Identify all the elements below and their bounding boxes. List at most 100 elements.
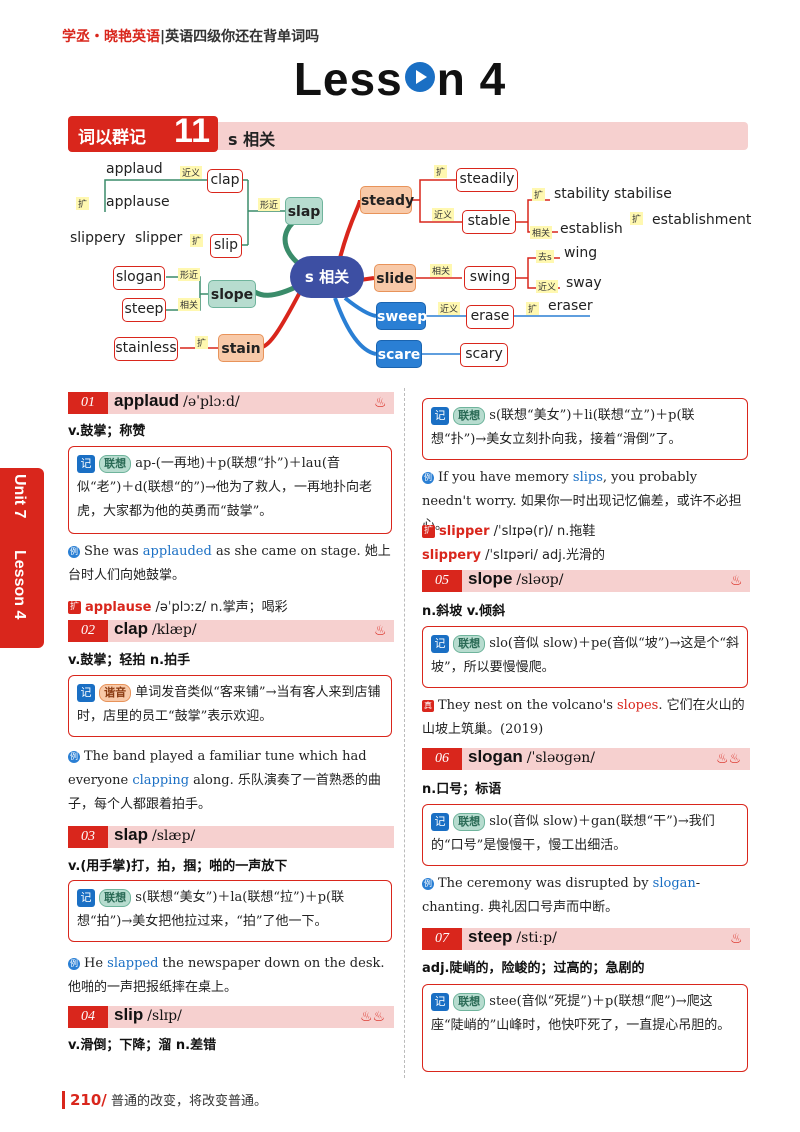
ex-post: . 它们在火山的山坡上筑巢。(2019): [422, 698, 745, 737]
mm-label-kuo-2: 扩: [190, 234, 204, 247]
mm-stable: stable: [462, 210, 516, 234]
note-tag: 谐音: [99, 683, 132, 702]
mm-wing: wing: [564, 245, 598, 261]
side-tab-unit: Unit 7: [11, 474, 28, 519]
meaning-slap: v.(用手掌)打，拍，掴；啪的一声放下: [68, 859, 288, 874]
headword-slope: slope: [468, 569, 513, 588]
example-icon: 例: [422, 471, 434, 484]
mm-label-kuo-6: 扩: [630, 212, 644, 225]
note-tag: 联想: [453, 812, 486, 831]
side-tab-lesson: Lesson 4: [11, 550, 28, 620]
extend-icon: 扩: [68, 601, 81, 614]
ex-pre: The ceremony was disrupted by: [438, 876, 653, 891]
mm-label-jinyi-3: 近义: [536, 280, 559, 293]
mm-stain: stain: [218, 334, 264, 362]
mnemonic-slip: 记 联想 s(联想“美女”)＋li(联想“立”)＋p(联想“扑”)→美女立刻扑向…: [422, 398, 748, 460]
mm-label-jinyi-4: 近义: [438, 302, 461, 315]
entry-num-07: 07: [422, 928, 462, 950]
mm-slippery: slippery: [70, 230, 126, 246]
mm-steadily: steadily: [456, 168, 518, 192]
mm-sweep: sweep: [376, 302, 427, 330]
extend-icon: 扩: [422, 525, 435, 538]
mm-establishment: establishment: [652, 212, 752, 228]
mm-scary: scary: [460, 343, 508, 367]
ipa-applaud: /əˈplɔːd/: [183, 394, 240, 410]
entry-num-04: 04: [68, 1006, 108, 1028]
header-line: 学丞・晓艳英语|英语四级你还在背单词吗: [62, 29, 320, 45]
page-footer: 210/ 普通的改变，将改变普通。: [62, 1090, 267, 1109]
mm-erase: erase: [466, 305, 514, 329]
mm-stability: stability: [554, 186, 610, 202]
entry-num-02: 02: [68, 620, 108, 642]
ex-post: as she came on stage. 她上台时人们向她鼓掌。: [68, 544, 391, 583]
mm-steep: steep: [122, 298, 166, 322]
example-icon: 例: [68, 957, 80, 970]
ex-post: the newspaper down on the desk. 他啪的一声把报纸…: [68, 956, 385, 995]
note-tag: 联想: [99, 888, 132, 907]
fire-icon: ♨: [374, 395, 387, 411]
note-text: ap-(一再地)＋p(联想“扑”)＋lau(音似“老”)＋d(联想“的”)→他为…: [77, 456, 373, 519]
mm-applaud: applaud: [106, 161, 163, 177]
mnemonic-icon: 记: [431, 992, 449, 1011]
mnemonic-clap: 记 谐音 单词发音类似“客来铺”→当有客人来到店铺时，店里的员工“鼓掌”表示欢迎…: [68, 675, 392, 737]
ipa-slap: /slæp/: [152, 828, 196, 844]
mm-steady: steady: [360, 186, 414, 214]
mnemonic-icon: 记: [431, 634, 449, 653]
mm-applause: applause: [106, 194, 170, 210]
unit-side-tab[interactable]: Unit 7 Lesson 4: [0, 468, 44, 648]
fire-icon: ♨♨: [716, 751, 742, 767]
ipa-slip: /slɪp/: [147, 1008, 182, 1024]
mm-label-kuo-5: 扩: [532, 188, 546, 201]
meaning-steep: adj.陡峭的，险峻的；过高的；急剧的: [422, 961, 645, 976]
mm-slogan: slogan: [113, 266, 165, 290]
ex-hl: slogan: [652, 876, 696, 891]
entry-bar-01: [68, 392, 394, 414]
note-tag: 联想: [453, 406, 486, 425]
play-icon[interactable]: [404, 61, 435, 92]
ex-pre: He: [84, 956, 108, 971]
ex-hl: applauded: [142, 544, 212, 559]
ex-post: , you probably needn't worry. 如果你一时出现记忆偏…: [422, 470, 742, 533]
meaning-applaud: v.鼓掌；称赞: [68, 424, 146, 439]
ex-hl: clapping: [132, 773, 190, 788]
group-topic: s 相关: [228, 130, 276, 149]
entry-num-01: 01: [68, 392, 108, 414]
mm-label-xingjin: 形近: [258, 198, 281, 211]
mm-slipper: slipper: [135, 230, 183, 246]
ext-rest: /ˈslɪpəri/ adj.光滑的: [480, 548, 605, 563]
ipa-slope: /sləʊp/: [516, 572, 564, 588]
brand-name: 学丞・晓艳英语: [62, 29, 160, 45]
ex-hl: slips: [572, 470, 603, 485]
lesson-title-pre: Less: [293, 53, 403, 105]
mm-slope: slope: [208, 280, 256, 308]
ipa-steep: /stiːp/: [516, 930, 557, 946]
mm-slip: slip: [210, 234, 242, 258]
mm-label-xiangguan-3: 相关: [430, 264, 453, 277]
meaning-slogan: n.口号；标语: [422, 782, 502, 797]
entry-bar-07: [422, 928, 750, 950]
entry-bar-02: [68, 620, 394, 642]
mm-slide: slide: [374, 264, 416, 292]
mnemonic-icon: 记: [431, 812, 449, 831]
ex-hl: slopes: [617, 698, 659, 713]
entry-num-06: 06: [422, 748, 462, 770]
ex-pre: The band played a familiar tune which ha…: [68, 749, 367, 788]
entry-word-04: slip/slɪp/: [114, 1005, 182, 1025]
mm-label-kuo-7: 扩: [526, 302, 540, 315]
entry-bar-04: [68, 1006, 394, 1028]
mnemonic-steep: 记 联想 stee(音似“死提”)＋p(联想“爬”)→爬这座“陡峭的”山峰时，他…: [422, 984, 748, 1072]
ext-word: slipper: [439, 524, 490, 539]
entry-bar-06: [422, 748, 750, 770]
mnemonic-icon: 记: [77, 683, 95, 702]
meaning-clap: v.鼓掌；轻拍 n.拍手: [68, 653, 191, 668]
footer-motto: 普通的改变，将改变普通。: [110, 1094, 267, 1109]
mnemonic-slope: 记 联想 slo(音似 slow)＋pe(音似“坡”)→这是个“斜坡”，所以要慢…: [422, 626, 748, 688]
mm-label-kuo-3: 扩: [195, 336, 209, 349]
entry-word-07: steep/stiːp/: [468, 927, 557, 947]
mm-label-xiangguan-2: 相关: [530, 226, 553, 239]
note-text: slo(音似 slow)＋gan(联想“干”)→我们的“口号”是慢慢干，慢工出细…: [431, 814, 715, 853]
